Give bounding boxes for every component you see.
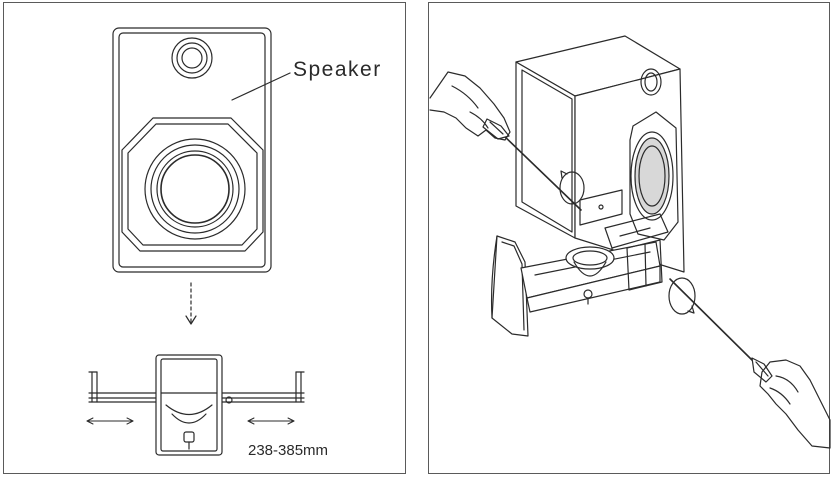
speaker-label: Speaker	[293, 58, 382, 81]
woofer	[121, 117, 264, 252]
label-leader-line	[231, 72, 291, 101]
screwdriver-icon	[482, 118, 582, 211]
hand-icon	[429, 71, 511, 141]
rotation-arrow-icon	[668, 277, 696, 315]
wall-bracket-top-view	[88, 354, 305, 456]
range-label: 238-385mm	[248, 442, 329, 459]
double-arrow-icon	[247, 417, 295, 425]
double-arrow-icon	[86, 417, 134, 425]
woofer	[629, 111, 679, 241]
hand-icon	[759, 359, 831, 449]
screwdriver-icon	[669, 278, 773, 383]
wall-bracket-arm	[490, 235, 663, 337]
rotation-arrow-icon	[559, 170, 585, 205]
speaker-front-view	[112, 27, 291, 273]
tweeter	[640, 68, 662, 96]
tweeter	[171, 37, 213, 79]
down-arrow-icon	[185, 282, 197, 325]
speaker-rear-isometric	[515, 35, 685, 273]
